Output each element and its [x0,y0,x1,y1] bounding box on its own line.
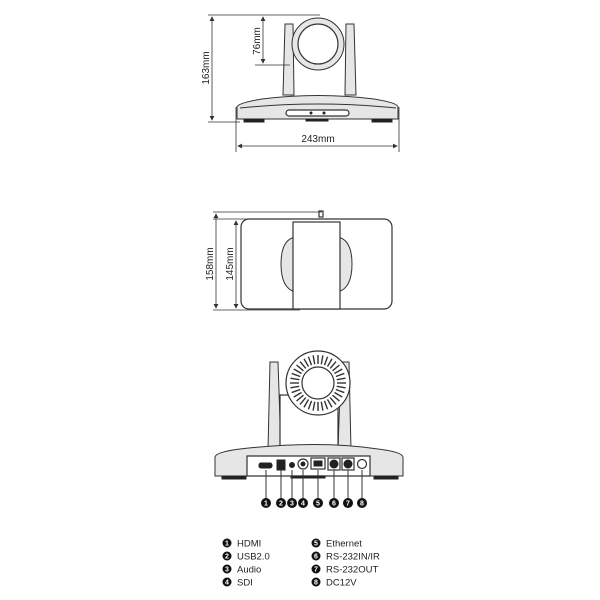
usb-port [276,459,286,471]
legend-marker [311,564,321,574]
grille-slot [291,372,301,378]
legend-number: 2 [225,554,229,561]
legend-label: Audio [237,565,261,576]
legend-label: Ethernet [326,539,362,550]
grille-slot [291,388,301,394]
callout-number: 2 [279,501,283,508]
legend-marker [222,551,232,561]
callout-marker [357,498,367,508]
callout-marker [329,498,339,508]
grille-slot [320,355,324,365]
callout-number: 1 [264,501,268,508]
grille-slot [335,388,345,394]
grille-slot [290,385,300,389]
top-camera-head [292,221,341,310]
right-arm [344,23,357,96]
grille-slot [303,399,310,408]
grille-slot [323,356,329,366]
grille-slot [293,368,302,375]
front-view: 163mm 76mm 243mm [201,14,400,152]
legend-marker [222,564,232,574]
legend-label: RS-232OUT [326,565,378,576]
legend-item: 1 HDMI [222,538,261,550]
legend-item: 2 USB2.0 [222,551,270,563]
legend-label: SDI [237,578,253,589]
port-legend: 1 HDMI 2 USB2.0 3 Audio 4 SDI 5 Ethernet 6 RS-232IN… [222,538,380,589]
legend-item: 3 Audio [222,564,261,576]
grille-slot [299,361,307,369]
grille-slot [312,355,316,365]
grille-slot [307,400,313,410]
grille-slot [329,397,337,405]
legend-number: 1 [225,541,229,548]
legend-marker [222,538,232,548]
callout-number: 3 [290,501,294,508]
grille-slot [312,401,316,411]
width-dimension-label: 243mm [301,134,334,145]
legend-number: 4 [225,580,229,587]
grille-slot [326,358,333,367]
legend-item: 5 Ethernet [311,538,362,550]
legend-number: 8 [314,580,318,587]
legend-item: 7 RS-232OUT [311,564,378,576]
callout-number: 6 [332,501,336,508]
grille-slot [296,364,304,372]
grille-slot [320,401,324,411]
legend-label: USB2.0 [237,552,270,563]
grille-slot [290,377,300,381]
left-arm [282,23,295,96]
legend-label: DC12V [326,578,357,589]
legend-number: 5 [314,541,318,548]
legend-label: RS-232IN/IR [326,552,380,563]
audio-port [289,462,295,468]
lens-inner [297,23,339,65]
grille-slot [326,399,333,408]
grille-slot [329,361,337,369]
depth-total-label: 158mm [205,247,216,280]
dc-port [356,458,368,470]
legend-marker [311,577,321,587]
legend-item: 4 SDI [222,577,253,589]
grille-slot [296,394,304,402]
grille-slot [307,356,313,366]
legend-label: HDMI [237,539,261,550]
height-dimension-label: 163mm [201,51,212,84]
front-indicator-slot [285,109,350,117]
legend-number: 6 [314,554,318,561]
legend-item: 6 RS-232IN/IR [311,551,380,563]
grille-slot [334,368,343,375]
legend-number: 3 [225,567,229,574]
grille-slot [303,358,310,367]
legend-item: 8 DC12V [311,577,357,589]
grille-slot [299,397,307,405]
grille-slot [323,400,329,410]
front-base [236,95,399,120]
callout-marker [343,498,353,508]
depth-body-label: 145mm [225,247,236,280]
callout-number: 8 [360,501,364,508]
legend-marker [311,538,321,548]
grille-slot [336,385,346,389]
callout-marker [287,498,297,508]
grille-slot [334,391,343,398]
lens-height-dimension-label: 76mm [252,27,263,55]
grille-slot [336,377,346,381]
grille-slot [335,372,345,378]
callout-marker [313,498,323,508]
grille-slot [332,364,340,372]
grille-slot [293,391,302,398]
callout-number: 5 [316,501,320,508]
legend-number: 7 [314,567,318,574]
top-view: 158mm 145mm [205,210,393,311]
legend-marker [222,577,232,587]
callout-number: 4 [301,501,305,508]
callout-number: 7 [346,501,350,508]
callout-marker [298,498,308,508]
callout-marker [261,498,271,508]
legend-marker [311,551,321,561]
hdmi-port [258,462,273,469]
grille-slot [332,394,340,402]
callout-marker [276,498,286,508]
